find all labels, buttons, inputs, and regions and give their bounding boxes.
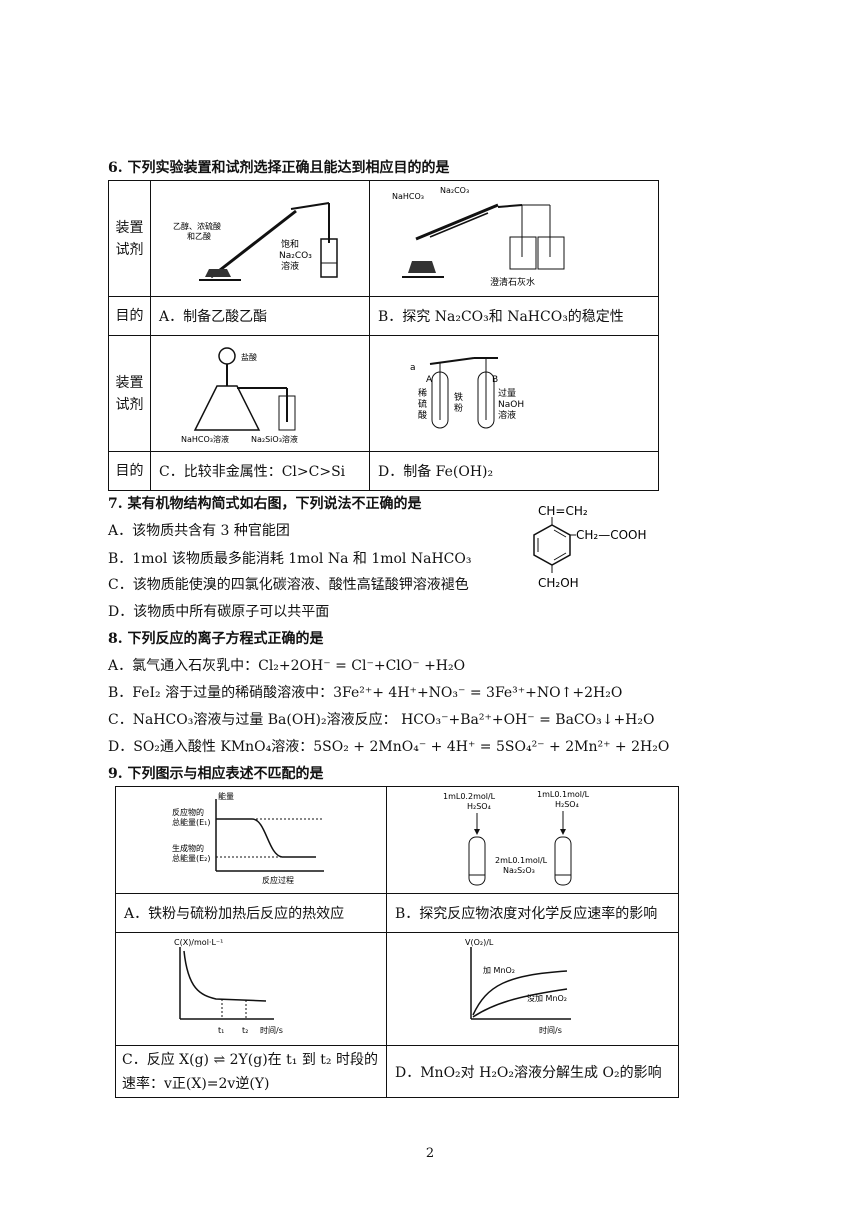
svg-text:H₂SO₄: H₂SO₄ [467, 802, 491, 811]
svg-text:能量: 能量 [218, 791, 234, 801]
svg-text:a: a [410, 363, 416, 373]
svg-text:饱和: 饱和 [281, 238, 299, 250]
q9-option-a: A．铁粉与硫粉加热后反应的热效应 [115, 893, 387, 933]
svg-text:没加 MnO₂: 没加 MnO₂ [527, 993, 567, 1003]
svg-text:硫: 硫 [418, 398, 427, 410]
concentration-time-graph: C(X)/mol·L⁻¹ t₁ t₂ 时间/s [174, 938, 283, 1035]
oxygen-volume-graph: V(O₂)/L 加 MnO₂ 没加 MnO₂ 时间/s [465, 938, 571, 1035]
carbonate-stability-diagram: NaHCO₃ Na₂CO₃ 澄清石灰水 [392, 186, 565, 288]
svg-text:1mL0.1mol/L: 1mL0.1mol/L [537, 790, 590, 799]
svg-text:NaHCO₃: NaHCO₃ [392, 192, 424, 201]
svg-text:稀: 稀 [418, 387, 427, 399]
svg-text:时间/s: 时间/s [539, 1025, 562, 1035]
q8-option-b: B．FeI₂ 溶于过量的稀硝酸溶液中：3Fe²⁺+ 4H⁺+NO₃⁻ = 3Fe… [108, 685, 623, 701]
q6-option-b: B．探究 Na₂CO₃和 NaHCO₃的稳定性 [369, 296, 659, 336]
q9-figure-a: 能量 反应物的 总能量(E₁) 生成物的 总能量(E₂) 反应过程 [115, 786, 387, 894]
q6-apparatus-b: NaHCO₃ Na₂CO₃ 澄清石灰水 [369, 180, 659, 297]
svg-text:粉: 粉 [454, 402, 463, 414]
svg-text:总能量(E₁): 总能量(E₁) [172, 817, 211, 827]
structural-formula: CH=CH₂ CH₂—COOH CH₂OH [533, 504, 647, 590]
svg-text:反应过程: 反应过程 [262, 875, 294, 885]
svg-text:溶液: 溶液 [281, 260, 299, 272]
svg-text:Na₂S₂O₃: Na₂S₂O₃ [503, 866, 535, 875]
svg-text:和乙酸: 和乙酸 [187, 231, 211, 241]
q9-option-c: C．反应 X(g) ⇌ 2Y(g)在 t₁ 到 t₂ 时段的 速率：v正(X)=… [115, 1045, 387, 1098]
svg-text:NaOH: NaOH [498, 400, 524, 410]
svg-text:盐酸: 盐酸 [241, 352, 257, 362]
ester-apparatus-diagram: 乙醇、浓硫酸 和乙酸 饱和 Na₂CO₃ 溶液 [173, 202, 338, 281]
svg-text:H₂SO₄: H₂SO₄ [555, 800, 579, 809]
svg-text:总能量(E₂): 总能量(E₂) [172, 853, 211, 863]
q8-option-c: C．NaHCO₃溶液与过量 Ba(OH)₂溶液反应： HCO₃⁻+Ba²⁺+OH… [108, 712, 655, 728]
q7-option-a: A．该物质共含有 3 种官能团 [108, 523, 290, 539]
q6-option-d: D．制备 Fe(OH)₂ [369, 451, 659, 491]
q9-option-d: D．MnO₂对 H₂O₂溶液分解生成 O₂的影响 [386, 1045, 679, 1098]
svg-text:CH=CH₂: CH=CH₂ [538, 504, 588, 518]
q6-row3-label: 装置试剂 [108, 335, 151, 452]
svg-text:CH₂OH: CH₂OH [538, 576, 579, 590]
nonmetal-comparison-diagram: 盐酸 NaHCO₃溶液 Na₂SiO₃溶液 [181, 347, 298, 444]
svg-text:V(O₂)/L: V(O₂)/L [465, 938, 494, 947]
svg-text:生成物的: 生成物的 [172, 843, 204, 853]
svg-text:2mL0.1mol/L: 2mL0.1mol/L [495, 856, 548, 865]
q9-table: 能量 反应物的 总能量(E₁) 生成物的 总能量(E₂) 反应过程 1mL0.2… [115, 786, 679, 1098]
svg-text:时间/s: 时间/s [260, 1025, 283, 1035]
svg-text:A: A [426, 375, 433, 385]
q8-stem: 8. 下列反应的离子方程式正确的是 [108, 631, 324, 647]
energy-diagram: 能量 反应物的 总能量(E₁) 生成物的 总能量(E₂) 反应过程 [172, 791, 324, 885]
svg-text:1mL0.2mol/L: 1mL0.2mol/L [443, 792, 496, 801]
svg-text:Na₂CO₃: Na₂CO₃ [440, 186, 469, 195]
q6-apparatus-d: a A B 稀 硫 酸 铁 粉 过量 NaOH 溶液 [369, 335, 659, 452]
q6-table: 装置试剂 乙醇、浓硫酸 和乙酸 饱和 Na₂CO₃ 溶液 [108, 180, 659, 491]
svg-text:Na₂CO₃: Na₂CO₃ [279, 251, 312, 261]
svg-text:溶液: 溶液 [498, 409, 516, 421]
svg-text:乙醇、浓硫酸: 乙醇、浓硫酸 [173, 221, 221, 231]
page-number: 2 [425, 1146, 435, 1161]
q6-option-c: C．比较非金属性：Cl>C>Si [150, 451, 370, 491]
svg-text:反应物的: 反应物的 [172, 807, 204, 817]
q8-option-a: A．氯气通入石灰乳中：Cl₂+2OH⁻ = Cl⁻+ClO⁻ +H₂O [108, 658, 466, 674]
q9-option-b: B．探究反应物浓度对化学反应速率的影响 [386, 893, 679, 933]
q6-row1-label: 装置试剂 [108, 180, 151, 297]
svg-text:NaHCO₃溶液: NaHCO₃溶液 [181, 434, 229, 444]
q9-figure-c: C(X)/mol·L⁻¹ t₁ t₂ 时间/s [115, 932, 387, 1046]
svg-text:Na₂SiO₃溶液: Na₂SiO₃溶液 [251, 434, 298, 444]
q6-option-a: A．制备乙酸乙酯 [150, 296, 370, 336]
q7-option-c: C．该物质能使溴的四氯化碳溶液、酸性高锰酸钾溶液褪色 [108, 577, 469, 593]
q9-stem: 9. 下列图示与相应表述不匹配的是 [108, 766, 324, 782]
q6-row4-label: 目的 [108, 451, 151, 491]
q8-option-d: D．SO₂通入酸性 KMnO₄溶液：5SO₂ + 2MnO₄⁻ + 4H⁺ = … [108, 739, 670, 755]
svg-text:过量: 过量 [498, 387, 516, 399]
q6-apparatus-a: 乙醇、浓硫酸 和乙酸 饱和 Na₂CO₃ 溶液 [150, 180, 370, 297]
svg-text:铁: 铁 [454, 391, 463, 403]
svg-text:t₂: t₂ [242, 1026, 248, 1035]
q7-option-d: D．该物质中所有碳原子可以共平面 [108, 604, 330, 620]
svg-text:酸: 酸 [418, 410, 427, 421]
q6-row2-label: 目的 [108, 296, 151, 336]
q7-stem: 7. 某有机物结构简式如右图，下列说法不正确的是 [108, 496, 422, 512]
svg-text:CH₂—COOH: CH₂—COOH [576, 528, 647, 542]
q9-figure-b: 1mL0.2mol/L H₂SO₄ 1mL0.1mol/L H₂SO₄ 2mL0… [386, 786, 679, 894]
svg-text:澄清石灰水: 澄清石灰水 [490, 276, 535, 288]
q9-figure-d: V(O₂)/L 加 MnO₂ 没加 MnO₂ 时间/s [386, 932, 679, 1046]
q6-apparatus-c: 盐酸 NaHCO₃溶液 Na₂SiO₃溶液 [150, 335, 370, 452]
ferrous-hydroxide-diagram: a A B 稀 硫 酸 铁 粉 过量 NaOH 溶液 [410, 357, 524, 429]
svg-text:C(X)/mol·L⁻¹: C(X)/mol·L⁻¹ [174, 938, 223, 947]
reaction-rate-tubes: 1mL0.2mol/L H₂SO₄ 1mL0.1mol/L H₂SO₄ 2mL0… [443, 790, 590, 886]
q6-stem: 6. 下列实验装置和试剂选择正确且能达到相应目的的是 [108, 160, 450, 176]
svg-text:B: B [492, 375, 498, 385]
svg-text:t₁: t₁ [218, 1026, 224, 1035]
q7-option-b: B．1mol 该物质最多能消耗 1mol Na 和 1mol NaHCO₃ [108, 551, 472, 567]
svg-text:加 MnO₂: 加 MnO₂ [483, 965, 515, 975]
